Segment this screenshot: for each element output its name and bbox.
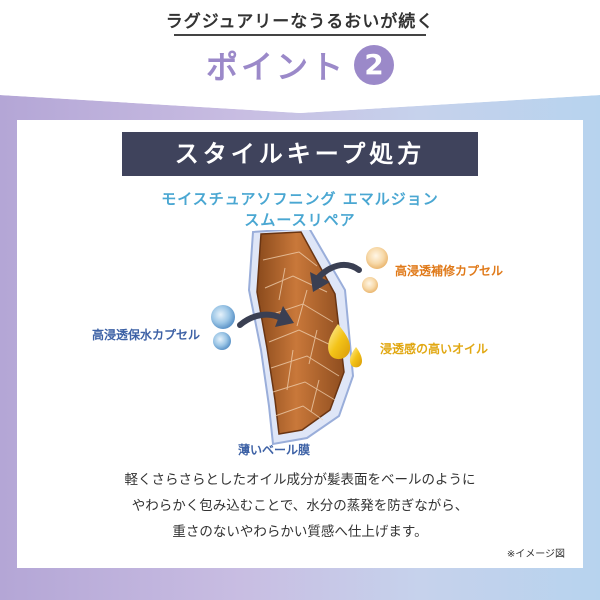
description-line-2: やわらかく包み込むことで、水分の蒸発を防ぎながら、: [131, 498, 469, 514]
product-name-line2: スムースリペア: [244, 211, 356, 229]
orange-capsule-2: [362, 277, 378, 293]
hair-illustration: [211, 230, 388, 446]
header-title: ラグジュアリーなうるおいが続く: [165, 12, 435, 32]
description: 軽くさらさらとしたオイル成分が髪表面をベールのように やわらかく包み込むことで、…: [17, 467, 583, 545]
point-number-badge: 2: [354, 45, 394, 85]
image-note: ※イメージ図: [506, 549, 565, 560]
blue-capsule-1: [211, 305, 235, 329]
header-underline: [174, 34, 426, 36]
label-orange-capsule: 高浸透補修カプセル: [395, 264, 504, 278]
label-veil: 薄いベール膜: [238, 443, 311, 457]
orange-capsule-1: [366, 247, 388, 269]
label-blue-capsule: 高浸透保水カプセル: [92, 328, 201, 342]
oil-droplet-large: [328, 324, 351, 360]
cuticle-lines: [262, 251, 340, 421]
arrow-right: [315, 261, 362, 281]
point-label: ポイント: [205, 48, 346, 86]
content-card: スタイルキープ処方 モイスチュアソフニング エマルジョン スムースリペア: [17, 120, 583, 568]
arrow-left: [237, 311, 284, 328]
oil-droplet-small: [349, 347, 362, 368]
description-line-3: 重さのないやわらかい質感へ仕上げます。: [172, 524, 428, 540]
label-oil: 浸透感の高いオイル: [380, 342, 489, 356]
header-chevron: [0, 0, 600, 113]
section-banner: スタイルキープ処方: [122, 132, 478, 176]
blue-capsule-2: [213, 332, 231, 350]
product-name-line1: モイスチュアソフニング エマルジョン: [161, 190, 439, 208]
description-line-1: 軽くさらさらとしたオイル成分が髪表面をベールのように: [124, 472, 476, 488]
